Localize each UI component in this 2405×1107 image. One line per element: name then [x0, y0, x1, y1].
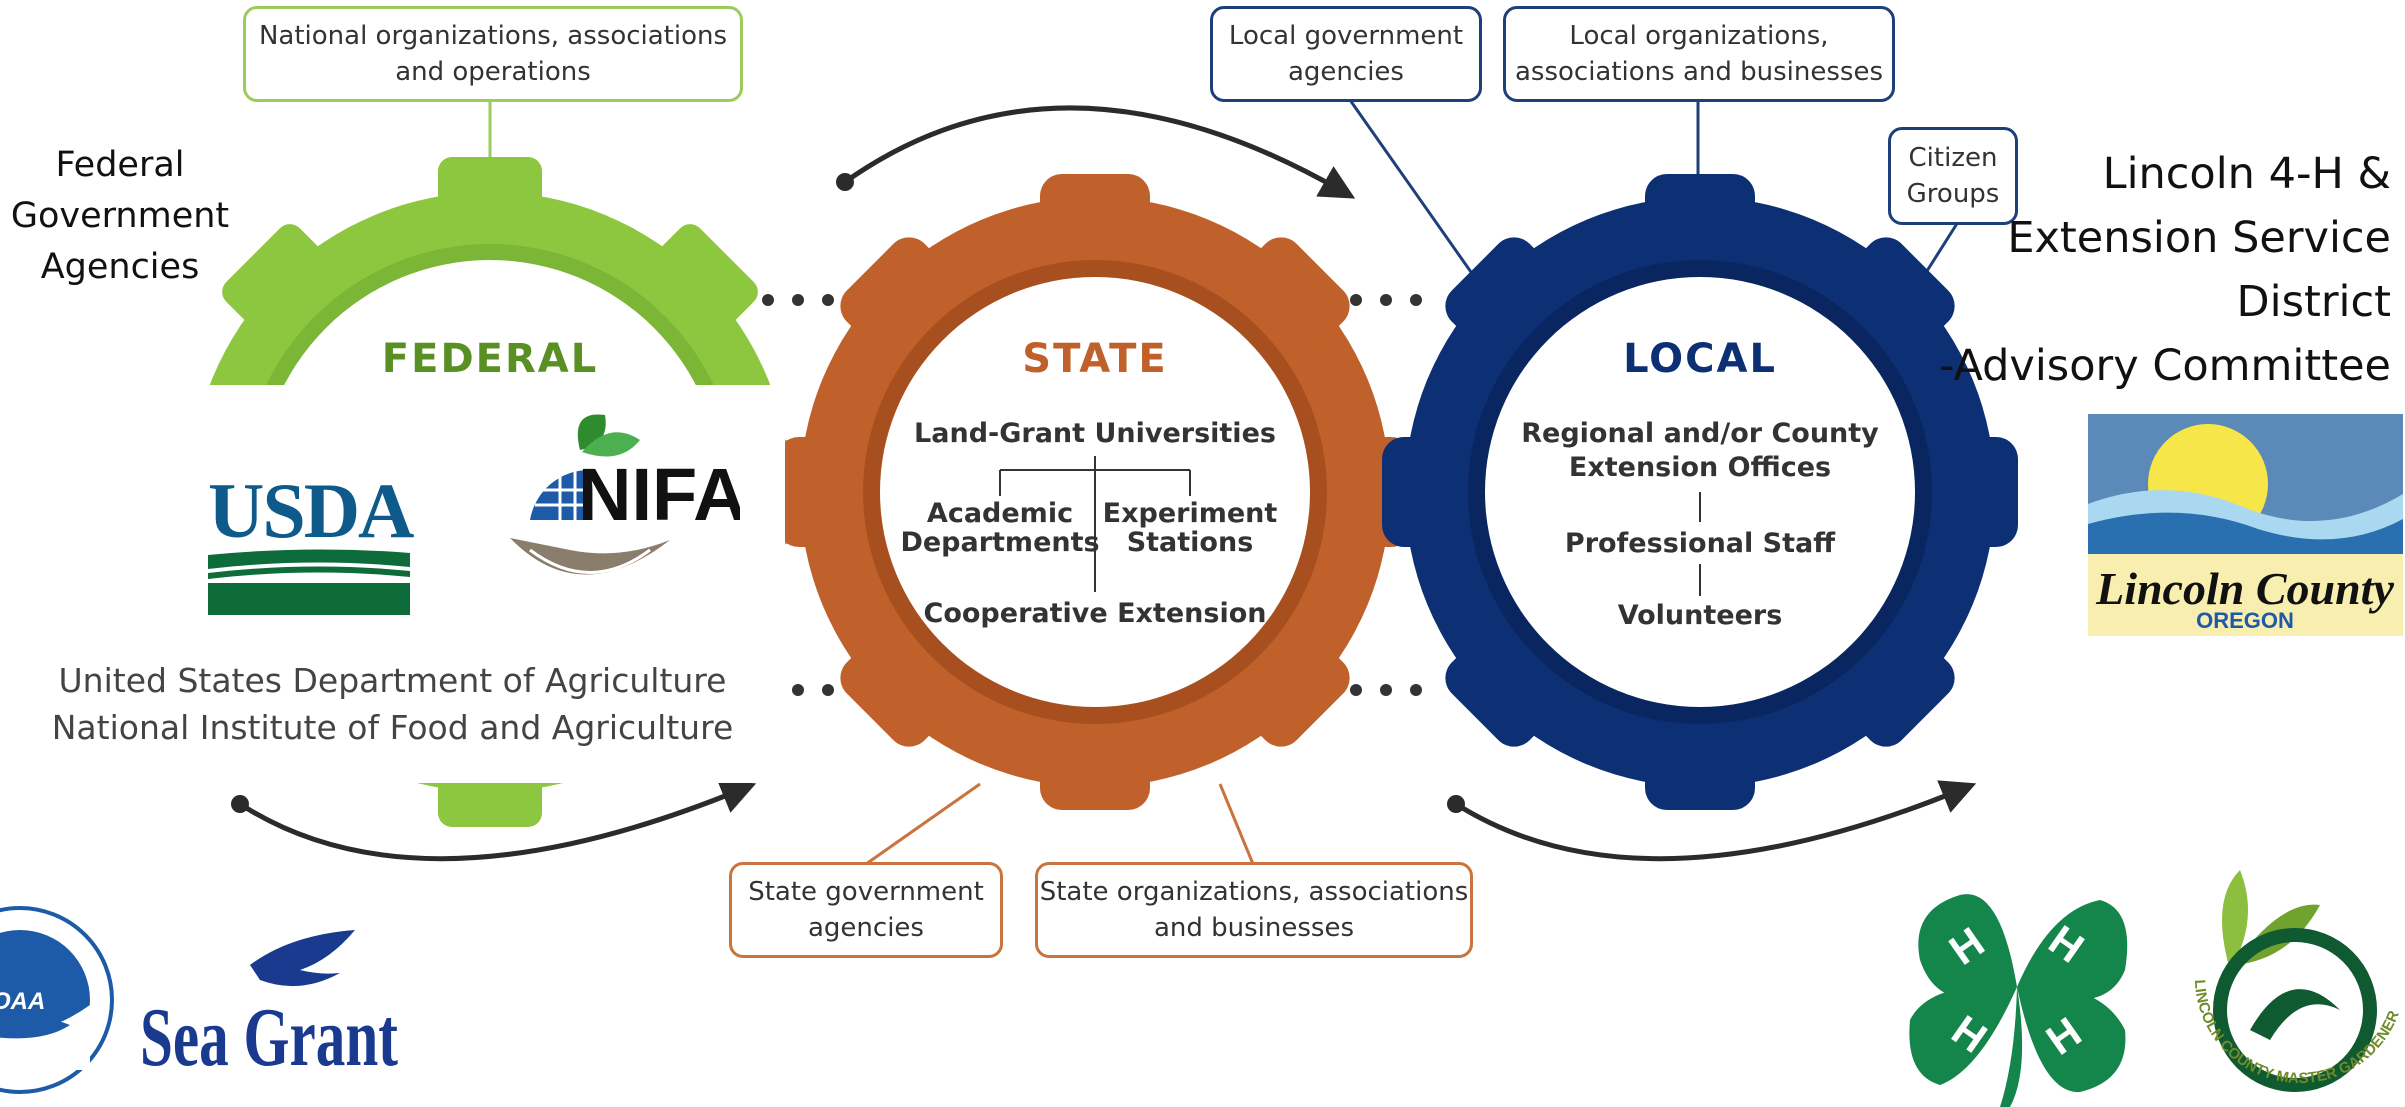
- local-gov-connector: [1348, 99, 1480, 283]
- state-item-land-grant: Land-Grant Universities: [914, 418, 1276, 449]
- four-h-logo: H H H H: [1909, 894, 2128, 1107]
- citizen-groups-box: Citizen Groups: [1888, 127, 2018, 225]
- federal-gear-title: FEDERAL: [382, 336, 598, 382]
- local-gear-title: LOCAL: [1623, 336, 1777, 382]
- arrow-bottom-right: [1454, 780, 1977, 862]
- local-item-offices: Extension Offices: [1569, 452, 1831, 483]
- noaa-logo: NOAA: [0, 906, 114, 1094]
- master-gardener-logo: LINCOLN COUNTY MASTER GARDENER ASSOCIATI…: [2150, 860, 2404, 1092]
- local-item-staff: Professional Staff: [1565, 528, 1836, 559]
- usda-nifa-caption: United States Department of Agriculture …: [51, 661, 734, 747]
- state-item-experiment: Experiment: [1103, 498, 1278, 529]
- sea-grant-text: Sea Grant: [140, 991, 398, 1075]
- local-government-box: Local government agencies: [1210, 6, 1482, 102]
- arrow-start-dot: [836, 173, 854, 191]
- state-item-academic: Academic: [927, 498, 1073, 529]
- lincoln-committee-label: Lincoln 4-H & Extension Service District…: [1938, 149, 2391, 391]
- local-item-volunteers: Volunteers: [1618, 600, 1783, 631]
- federal-agencies-label: Federal Government Agencies: [10, 145, 230, 287]
- local-organizations-box: Local organizations, associations and bu…: [1503, 6, 1895, 102]
- nifa-logo: NIFA: [510, 414, 740, 575]
- svg-text:NIFA: NIFA: [578, 453, 740, 536]
- oregon-text: OREGON: [2196, 608, 2294, 633]
- state-government-box: State government agencies: [729, 862, 1003, 958]
- svg-text:USDA: USDA: [208, 475, 414, 554]
- lincoln-county-logo: Lincoln County OREGON: [2088, 414, 2403, 636]
- state-item-stations: Stations: [1127, 527, 1254, 558]
- state-gov-connector: [865, 782, 981, 866]
- national-organizations-box: National organizations, associations and…: [243, 6, 743, 102]
- state-gear-title: STATE: [1022, 336, 1167, 382]
- local-item-regional: Regional and/or County: [1521, 418, 1879, 449]
- state-item-departments: Departments: [900, 527, 1099, 558]
- arrow-start-dot: [1447, 795, 1465, 813]
- noaa-text: NOAA: [0, 988, 45, 1015]
- state-org-connector: [1218, 783, 1255, 865]
- lincoln-county-text: Lincoln County: [2095, 563, 2394, 614]
- state-organizations-box: State organizations, associations and bu…: [1035, 862, 1473, 958]
- usda-logo: USDA: [208, 475, 416, 615]
- sea-grant-logo: Sea Grant: [140, 930, 398, 1075]
- state-item-cooperative: Cooperative Extension: [924, 598, 1267, 629]
- arrow-start-dot: [231, 795, 249, 813]
- arrow-bottom-left: [238, 780, 757, 862]
- usda-nifa-panel: USDA NIFA United States Department of Ag…: [0, 385, 785, 783]
- arrow-federal-to-state-top: [843, 105, 1356, 199]
